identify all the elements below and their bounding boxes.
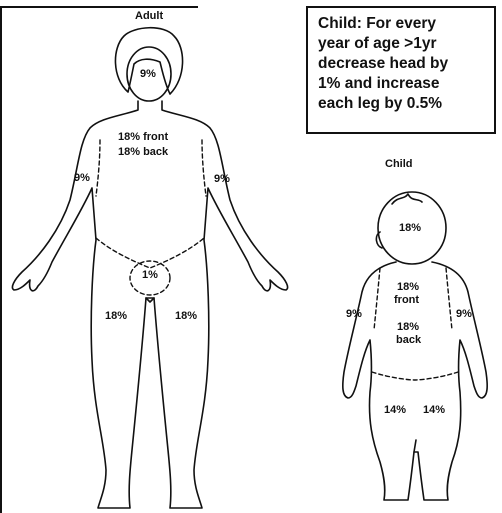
adult-trunk-front-percent: 18% front bbox=[118, 131, 168, 143]
child-right-leg-percent: 14% bbox=[423, 404, 445, 416]
child-left-arm-percent: 9% bbox=[346, 308, 362, 320]
adult-body-outline bbox=[12, 101, 287, 508]
adult-right-leg-percent: 18% bbox=[175, 310, 197, 322]
adult-genital-percent: 1% bbox=[142, 269, 158, 281]
adult-title: Adult bbox=[135, 10, 163, 22]
adult-head-percent: 9% bbox=[140, 68, 156, 80]
child-trunk-front-label: front bbox=[394, 294, 419, 306]
child-head-percent: 18% bbox=[399, 222, 421, 234]
child-adjustment-note: Child: For every year of age >1yr decrea… bbox=[306, 6, 496, 134]
child-title: Child bbox=[385, 158, 413, 170]
child-waist-boundary bbox=[372, 372, 458, 380]
adult-left-arm-percent: 9% bbox=[74, 172, 90, 184]
note-line-5: each leg by 0.5% bbox=[318, 94, 488, 114]
child-trunk-front-percent: 18% bbox=[397, 281, 419, 293]
adult-groin-boundary bbox=[96, 238, 204, 268]
note-line-3: decrease head by bbox=[318, 54, 488, 74]
adult-left-leg-percent: 18% bbox=[105, 310, 127, 322]
child-right-arm-percent: 9% bbox=[456, 308, 472, 320]
child-left-leg-percent: 14% bbox=[384, 404, 406, 416]
note-line-2: year of age >1yr bbox=[318, 34, 488, 54]
note-line-4: 1% and increase bbox=[318, 74, 488, 94]
adult-right-arm-percent: 9% bbox=[214, 173, 230, 185]
adult-hair bbox=[115, 28, 182, 94]
child-trunk-back-percent: 18% bbox=[397, 321, 419, 333]
note-line-1: Child: For every bbox=[318, 14, 488, 34]
child-figure bbox=[343, 192, 487, 500]
adult-figure bbox=[12, 28, 287, 508]
child-leg-split bbox=[414, 440, 416, 452]
adult-trunk-back-percent: 18% back bbox=[118, 146, 168, 158]
child-trunk-back-label: back bbox=[396, 334, 421, 346]
